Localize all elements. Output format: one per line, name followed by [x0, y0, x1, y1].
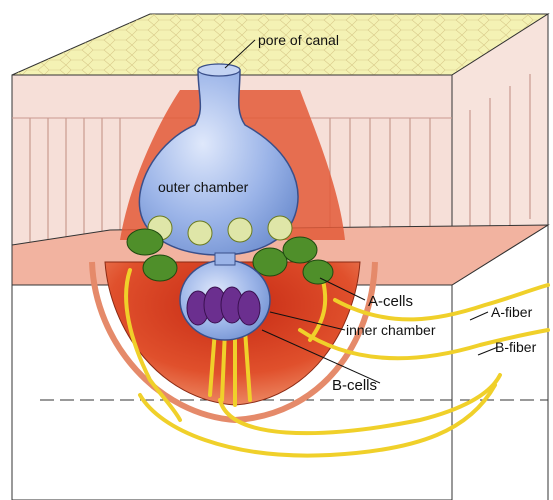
label-a-fiber: A-fiber	[491, 304, 533, 320]
label-outer-chamber: outer chamber	[158, 179, 249, 195]
label-inner-chamber: inner chamber	[346, 322, 436, 338]
a-cell	[143, 255, 177, 281]
a-cell	[253, 248, 287, 276]
label-b-cells: B-cells	[332, 377, 377, 394]
inner-chamber-neck	[215, 253, 235, 265]
label-a-cells: A-cells	[368, 293, 413, 310]
b-cell	[238, 291, 260, 325]
label-b-fiber: B-fiber	[495, 339, 537, 355]
a-cell	[283, 237, 317, 263]
a-cell	[303, 260, 333, 284]
a-cell	[127, 229, 163, 255]
pore-opening	[198, 64, 240, 76]
label-pore-of-canal: pore of canal	[258, 32, 339, 48]
